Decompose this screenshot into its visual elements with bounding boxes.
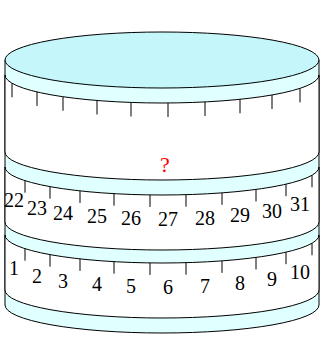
tick-mark — [300, 88, 301, 102]
tick-mark — [25, 181, 26, 193]
tick-mark — [12, 83, 13, 97]
tick-mark — [286, 252, 287, 264]
top-band — [5, 75, 319, 180]
ring-number: 27 — [158, 209, 178, 229]
tick-mark — [114, 194, 115, 206]
ring-number: 3 — [58, 271, 68, 291]
ring-number: 6 — [163, 277, 173, 297]
ring-number: 10 — [290, 262, 310, 282]
tick-mark — [131, 102, 132, 116]
ring-number: 29 — [230, 205, 250, 225]
tick-mark — [50, 255, 51, 267]
tick-mark — [312, 243, 313, 255]
tick-mark — [286, 184, 287, 196]
tick-mark — [97, 100, 98, 114]
tick-mark — [240, 99, 241, 113]
tick-mark — [222, 261, 223, 273]
unknown-mark: ? — [160, 154, 170, 176]
ring-number: 23 — [27, 198, 47, 218]
tick-mark — [256, 257, 257, 269]
ring-number: 5 — [126, 276, 136, 296]
tick-mark — [186, 195, 187, 207]
tick-mark — [25, 249, 26, 261]
middle-band — [5, 167, 319, 250]
ring-number: 28 — [195, 208, 215, 228]
tick-mark — [80, 259, 81, 271]
cylinder-body — [5, 60, 319, 333]
ring-number: 31 — [290, 194, 310, 214]
ring-number: 22 — [4, 190, 24, 210]
tick-mark — [205, 102, 206, 116]
tick-mark — [80, 191, 81, 203]
ring-number: 25 — [87, 206, 107, 226]
ring-number: 24 — [53, 203, 73, 223]
tick-mark — [50, 187, 51, 199]
tick-mark — [312, 175, 313, 187]
ring-number: 30 — [262, 201, 282, 221]
ring-number: 4 — [92, 274, 102, 294]
tick-mark — [150, 263, 151, 275]
tick-mark — [114, 262, 115, 274]
ring-number: 7 — [200, 276, 210, 296]
ring-number: 2 — [32, 266, 42, 286]
tick-mark — [186, 263, 187, 275]
tick-mark — [63, 97, 64, 111]
bottom-band — [5, 235, 319, 318]
tick-mark — [150, 195, 151, 207]
tick-marks — [12, 83, 312, 275]
cylinder-top — [5, 32, 319, 88]
tick-mark — [222, 193, 223, 205]
ring-number: 8 — [235, 273, 245, 293]
tick-mark — [168, 103, 169, 117]
ring-number: 1 — [9, 258, 19, 278]
tick-mark — [272, 95, 273, 109]
ring-number: 26 — [121, 208, 141, 228]
tick-mark — [256, 189, 257, 201]
tick-mark — [37, 92, 38, 106]
ring-number: 9 — [267, 269, 277, 289]
